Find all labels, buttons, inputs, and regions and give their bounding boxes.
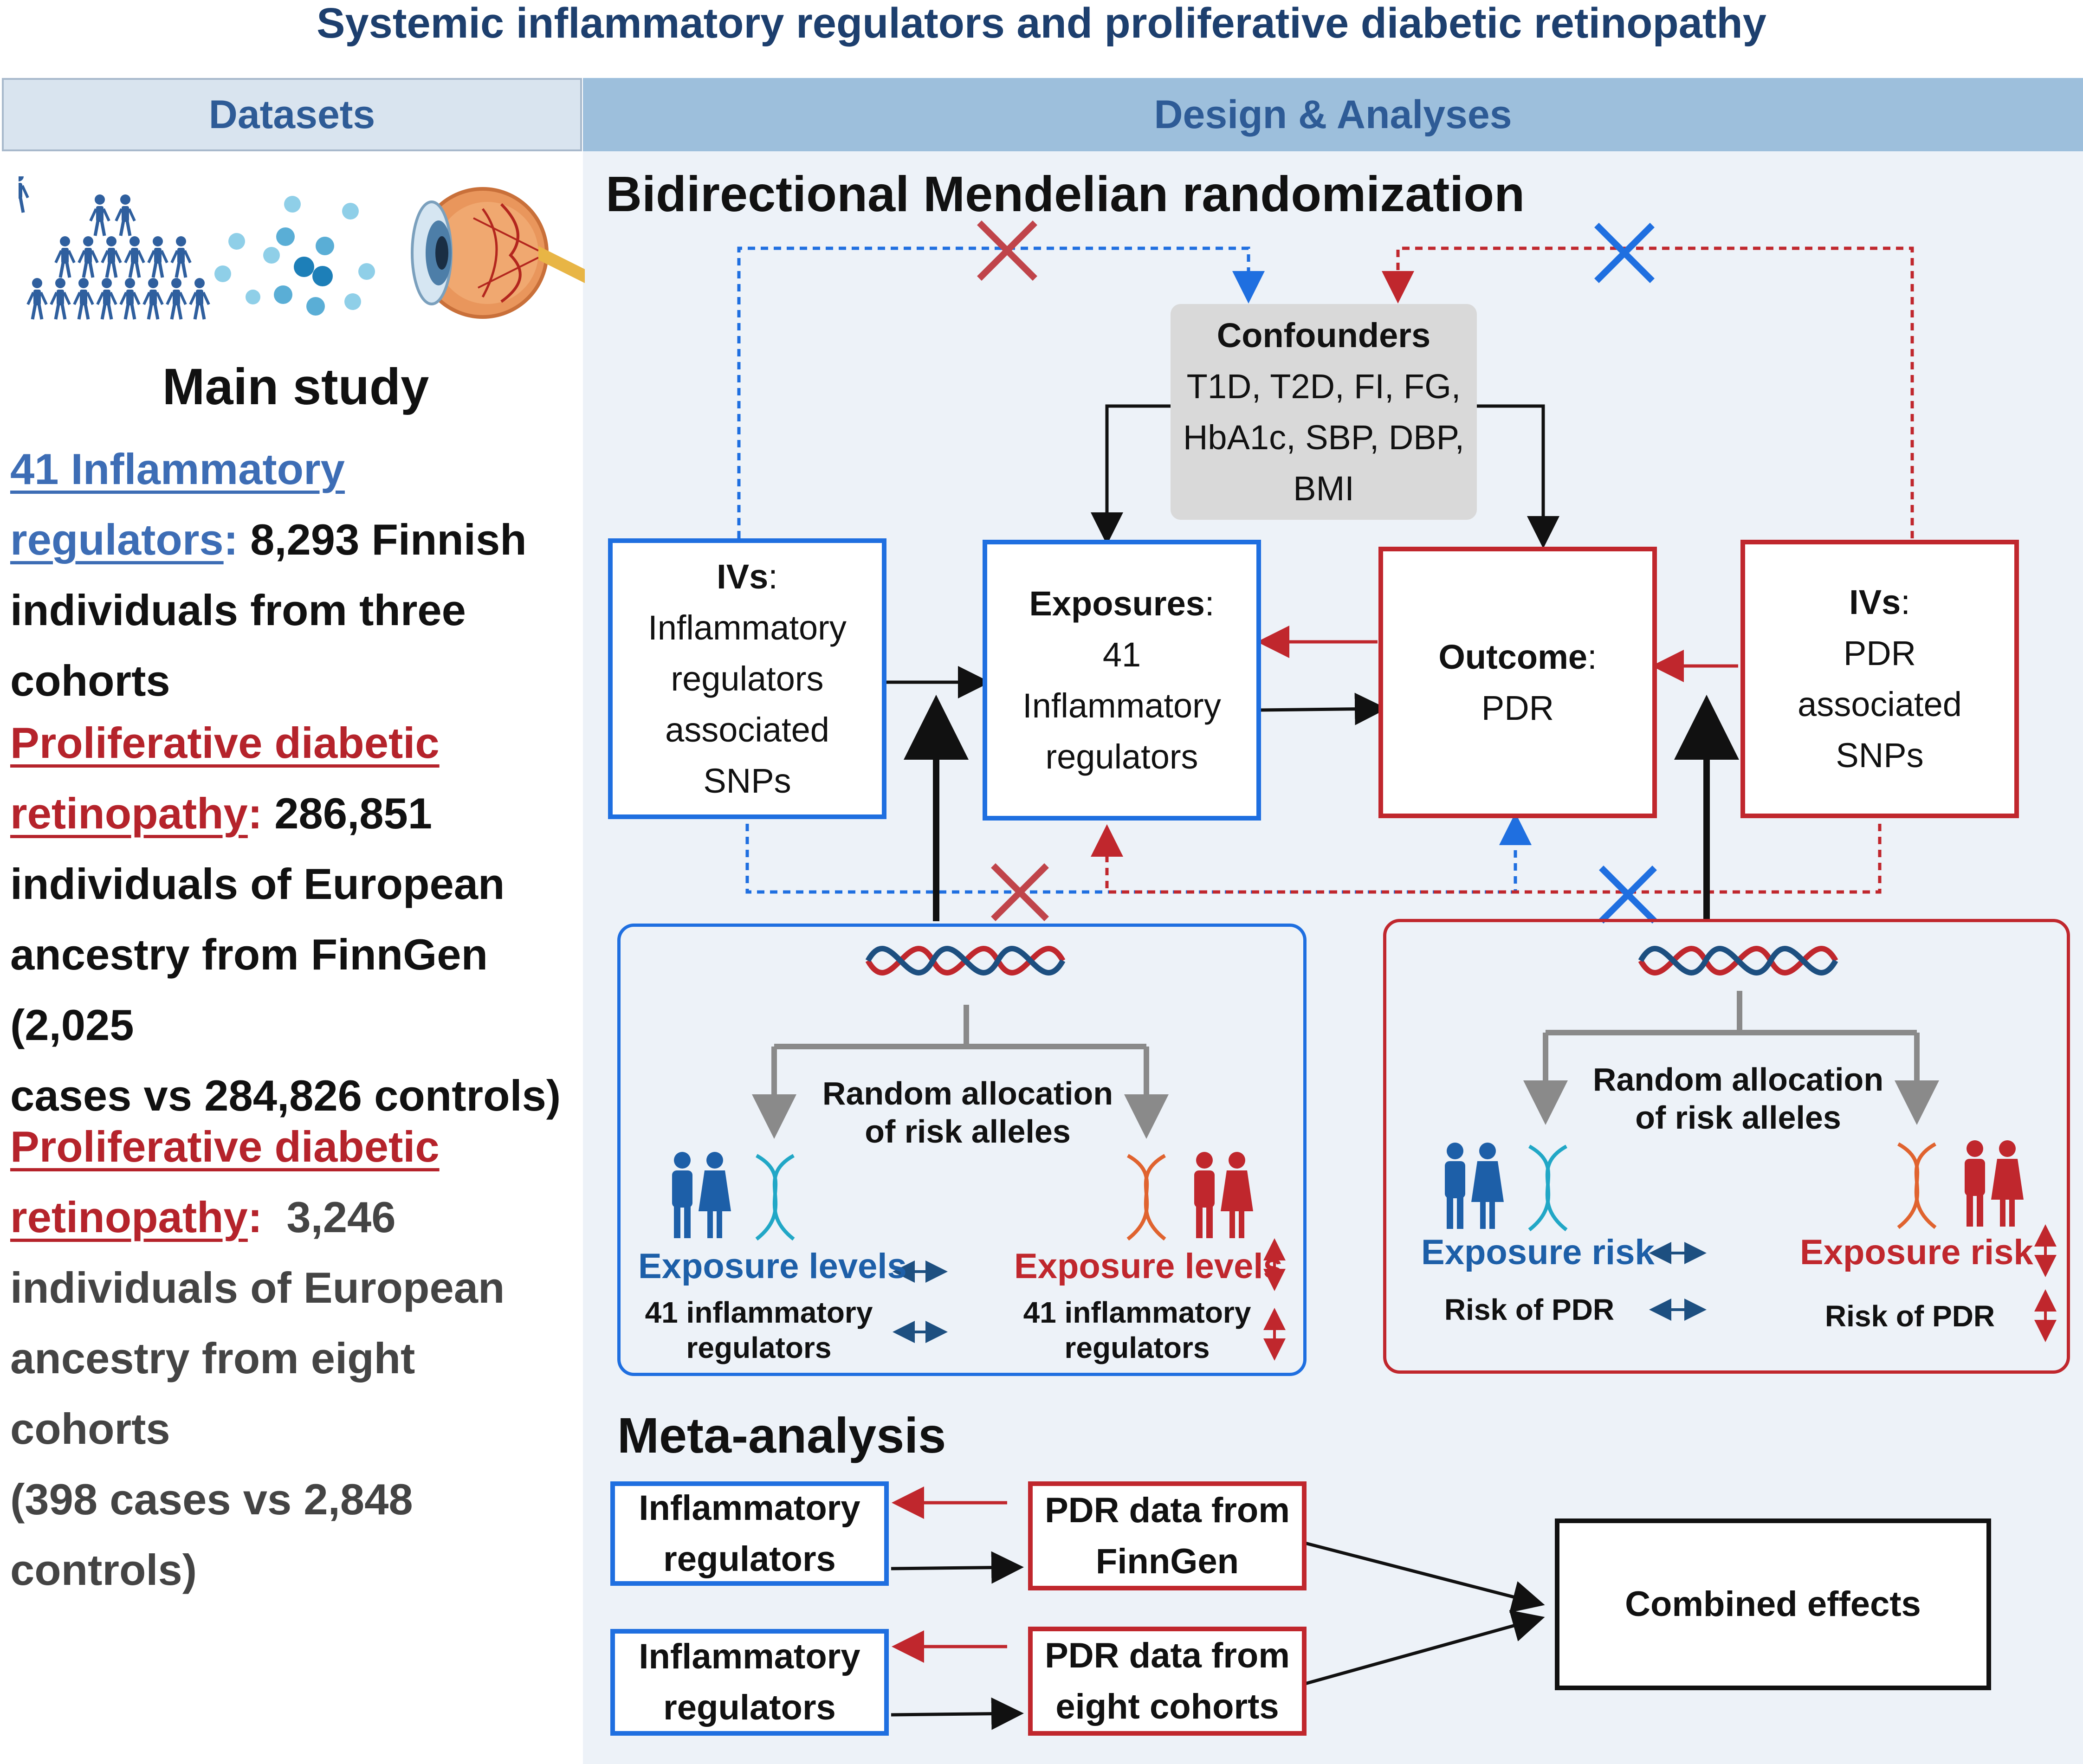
combined-effects-box: Combined effects <box>1555 1518 1991 1690</box>
confounders-box: Confounders T1D, T2D, FI, FG, HbA1c, SBP… <box>1171 304 1477 520</box>
design-header: Design & Analyses <box>583 78 2083 151</box>
pdr-finngen-link[interactable]: Proliferative diabetic <box>10 718 440 767</box>
inflammatory-link-cont[interactable]: regulators <box>10 515 224 564</box>
cross-top-right-icon <box>1594 223 1655 283</box>
dataset-finngen: Proliferative diabetic retinopathy: 286,… <box>10 718 561 1120</box>
ivs-pdr-box: IVs: PDR associated SNPs <box>1740 540 2019 818</box>
people-pyramid-icon <box>19 176 209 319</box>
confounders-title: Confounders <box>1216 316 1431 355</box>
random-allocation-label-right: Random allocation of risk alleles <box>1592 1061 1884 1136</box>
inflammatory-link[interactable]: 41 Inflammatory <box>10 445 345 493</box>
pdr-finngen-link-cont[interactable]: retinopathy <box>10 789 248 838</box>
eye-icon <box>411 187 585 319</box>
cross-bottom-right-icon <box>1599 866 1657 924</box>
dataset-inflammatory: 41 Inflammatory regulators: 8,293 Finnis… <box>10 445 527 705</box>
illustrations <box>19 176 585 330</box>
main-study-label: Main study <box>162 358 429 415</box>
exposure-levels-label-left: Exposure levels <box>638 1247 907 1286</box>
meta-inflammatory-box-2: Inflammatory regulators <box>610 1629 889 1736</box>
cross-bottom-left-icon <box>991 863 1049 921</box>
exposure-risk-label-left: Exposure risk <box>1421 1233 1655 1272</box>
dna-left-icon <box>865 946 1066 976</box>
meta-pdr-finngen-box: PDR data from FinnGen <box>1028 1481 1307 1590</box>
random-allocation-inflammatory-panel <box>617 924 1307 1376</box>
dataset-eight-cohorts: Proliferative diabetic retinopathy: 3,24… <box>10 1122 505 1594</box>
people-blue-right-icon <box>1445 1143 1568 1232</box>
figure-title: Systemic inflammatory regulators and pro… <box>317 0 1766 47</box>
risk-of-pdr-right: Risk of PDR <box>1824 1299 1995 1333</box>
exposure-levels-label-right: Exposure levels <box>1014 1247 1283 1286</box>
random-allocation-label-left: Random allocation of risk alleles <box>822 1075 1113 1150</box>
molecules-icon <box>214 196 375 316</box>
datasets-header: Datasets <box>2 78 582 151</box>
outcome-box: Outcome: PDR <box>1378 547 1657 818</box>
meta-pdr-cohorts-box: PDR data from eight cohorts <box>1028 1627 1307 1736</box>
meta-inflammatory-box-1: Inflammatory regulators <box>610 1481 889 1586</box>
risk-of-pdr-left: Risk of PDR <box>1444 1293 1615 1326</box>
people-blue-left-icon <box>672 1152 795 1241</box>
exposures-box: Exposures: 41 Inflammatory regulators <box>983 540 1261 821</box>
meta-analysis-title: Meta-analysis <box>617 1407 946 1463</box>
pdr-cohorts-link[interactable]: Proliferative diabetic <box>10 1122 440 1171</box>
people-red-right-icon <box>1897 1140 2024 1229</box>
cross-top-left-icon <box>977 220 1037 281</box>
ivs-inflammatory-box: IVs: Inflammatory regulators associated … <box>608 538 886 819</box>
people-red-left-icon <box>1126 1152 1253 1241</box>
dna-right-icon <box>1638 946 1838 976</box>
exposure-risk-label-right: Exposure risk <box>1800 1233 2033 1272</box>
inflammatory-regulators-left: 41 inflammatory regulators <box>645 1296 873 1364</box>
random-allocation-pdr-panel <box>1383 919 2070 1374</box>
inflammatory-regulators-right: 41 inflammatory regulators <box>1023 1296 1251 1364</box>
pdr-cohorts-link-cont[interactable]: retinopathy <box>10 1193 248 1241</box>
mr-title: Bidirectional Mendelian randomization <box>606 166 1525 222</box>
